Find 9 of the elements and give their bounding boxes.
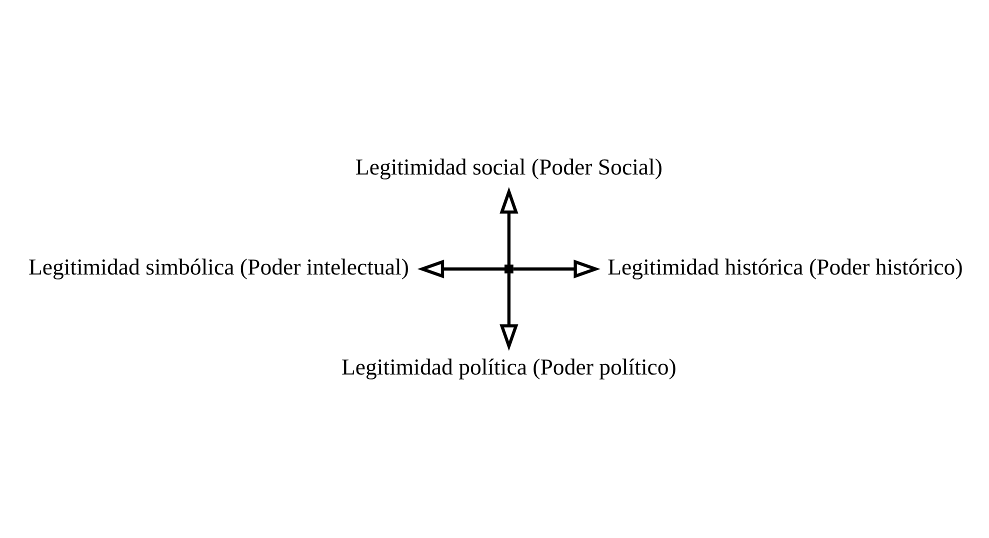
arrow bbox=[512, 260, 600, 278]
node-text: Legitimidad política (Poder político) bbox=[340, 354, 676, 380]
arrow bbox=[499, 187, 518, 266]
node-cross bbox=[504, 264, 513, 274]
arrow bbox=[499, 273, 518, 351]
node-text: Legitimidad simbólica (Poder intelectual) bbox=[28, 254, 408, 280]
node-text: Legitimidad social (Poder Social) bbox=[354, 154, 662, 180]
arrow bbox=[416, 260, 504, 278]
node-text: Legitimidad histórica (Poder histórico) bbox=[607, 254, 962, 280]
